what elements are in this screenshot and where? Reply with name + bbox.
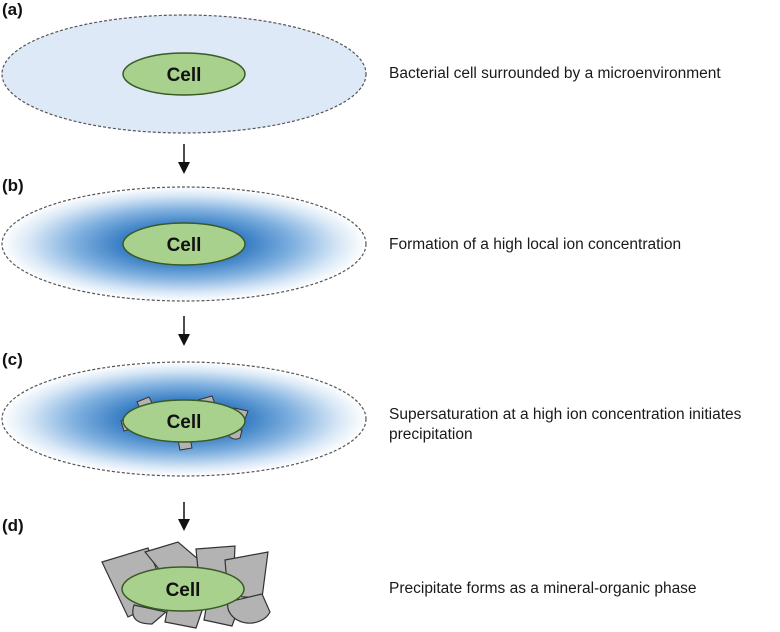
panel-label-c: (c) bbox=[2, 350, 23, 369]
cell-label-b: Cell bbox=[167, 235, 202, 256]
description-c: Supersaturation at a high ion concentrat… bbox=[389, 406, 742, 443]
panel-c: Cell bbox=[1, 361, 367, 477]
panel-b: Cell bbox=[1, 186, 367, 302]
panel-label-b: (b) bbox=[2, 176, 24, 195]
cell-label-c: Cell bbox=[167, 412, 202, 433]
panel-label-a: (a) bbox=[2, 0, 23, 19]
panel-label-d: (d) bbox=[2, 516, 24, 535]
cell-label-a: Cell bbox=[167, 65, 202, 86]
cell-a bbox=[122, 52, 246, 96]
description-d: Precipitate forms as a mineral-organic p… bbox=[389, 580, 697, 597]
panel-a: Cell bbox=[1, 14, 367, 134]
description-b: Formation of a high local ion concentrat… bbox=[389, 236, 682, 253]
cell-label-d: Cell bbox=[166, 580, 201, 601]
description-a: Bacterial cell surrounded by a microenvi… bbox=[389, 65, 721, 82]
panel-d: Cell bbox=[101, 541, 271, 629]
crystal bbox=[132, 604, 168, 625]
cell-d bbox=[121, 566, 245, 612]
crystal bbox=[227, 593, 271, 624]
cell-c bbox=[122, 399, 246, 443]
cell-b bbox=[122, 222, 246, 266]
